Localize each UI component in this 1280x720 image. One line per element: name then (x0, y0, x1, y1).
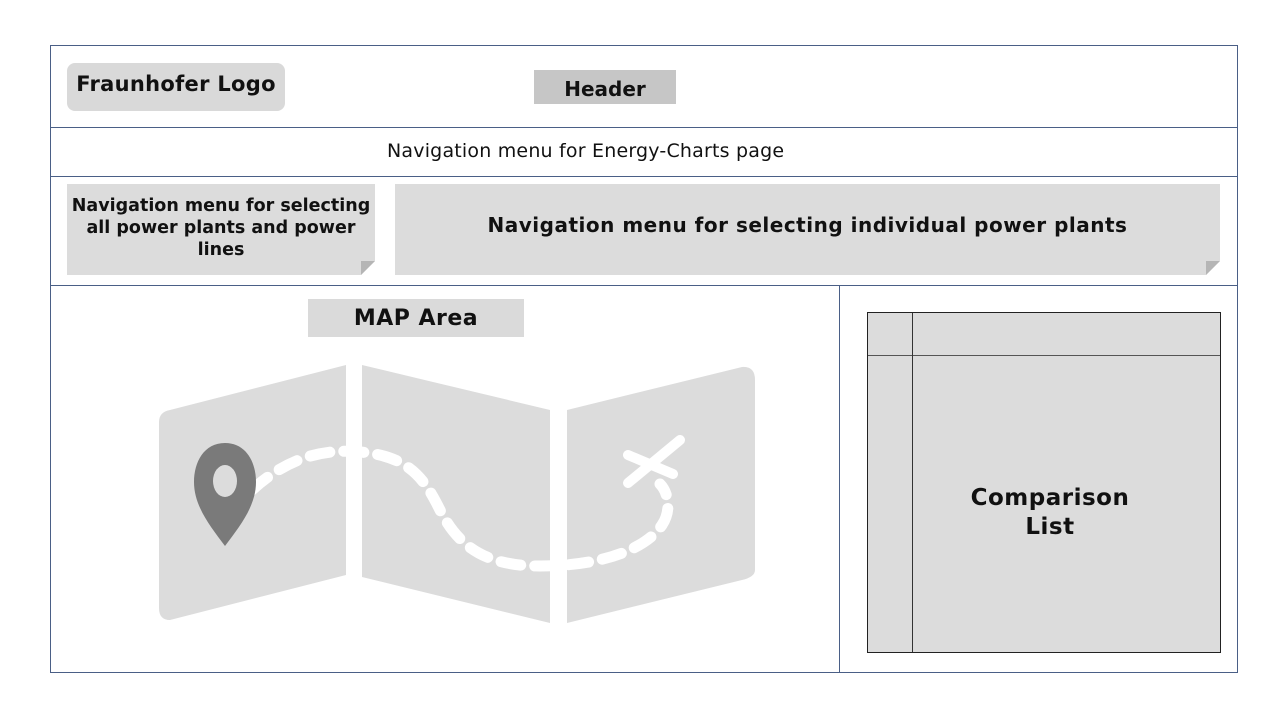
wireframe-frame (50, 45, 1238, 673)
x-mark-icon (623, 435, 685, 488)
fraunhofer-logo: Fraunhofer Logo (67, 63, 285, 111)
divider-map-comparison (839, 285, 840, 673)
main-navigation-menu[interactable]: Navigation menu for Energy-Charts page (387, 140, 785, 162)
map-panel-middle (362, 365, 550, 623)
all-plants-navigation-menu[interactable]: Navigation menu for selecting all power … (67, 184, 375, 275)
header-title: Header (534, 70, 676, 104)
comparison-header-divider (868, 355, 1220, 356)
location-pin-icon (194, 443, 256, 546)
comparison-list-table[interactable] (867, 312, 1221, 653)
divider-submenus (50, 285, 1238, 286)
individual-plants-navigation-label: Navigation menu for selecting individual… (487, 212, 1128, 237)
comparison-label-line2: List (1025, 514, 1075, 540)
individual-plants-navigation-menu[interactable]: Navigation menu for selecting individual… (395, 184, 1220, 275)
divider-nav (50, 176, 1238, 177)
page-fold-icon (1206, 261, 1220, 275)
page-fold-icon (361, 261, 375, 275)
divider-header (50, 127, 1238, 128)
dashed-route-icon (246, 445, 674, 572)
comparison-list-label: Comparison List (930, 484, 1170, 542)
comparison-label-line1: Comparison (970, 485, 1130, 511)
map-area-label: MAP Area (308, 299, 524, 337)
all-plants-navigation-label: Navigation menu for selecting all power … (71, 195, 371, 260)
comparison-column-divider (912, 313, 913, 652)
